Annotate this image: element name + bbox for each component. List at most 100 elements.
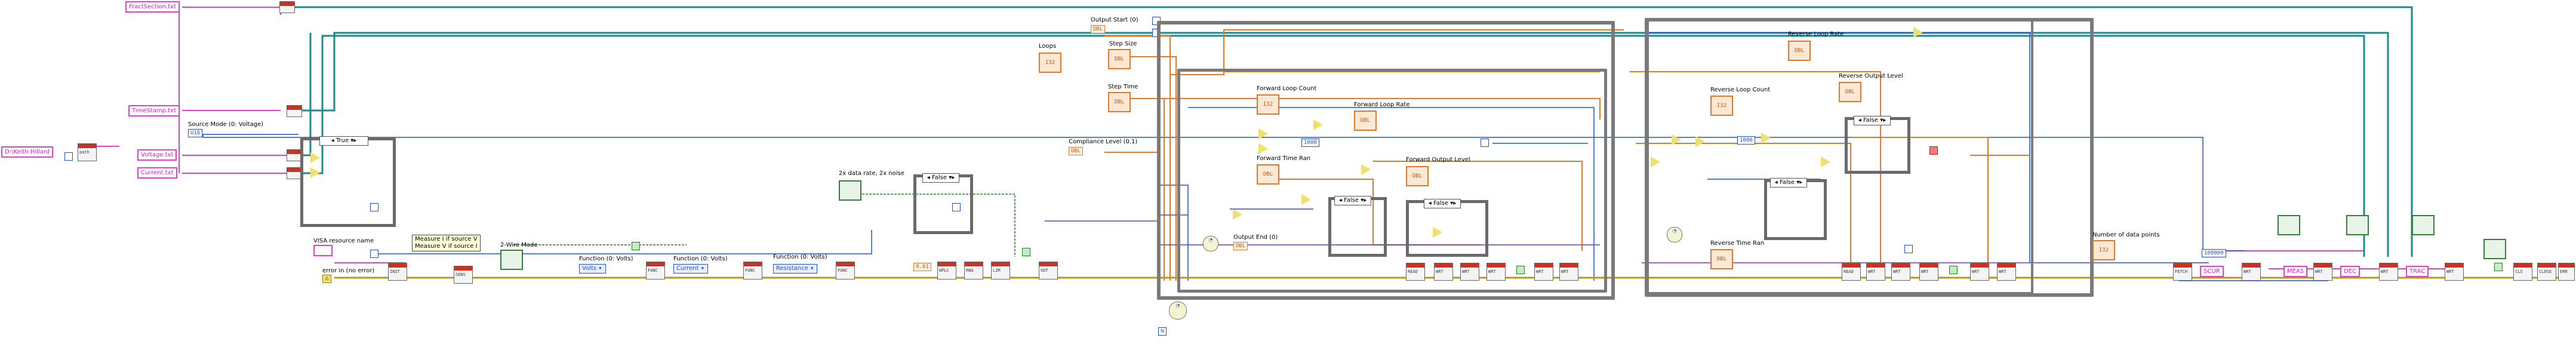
source-mode-control[interactable]: U16 <box>188 129 202 137</box>
compliance-control[interactable]: DBL <box>1069 147 1083 155</box>
visa-init-vi[interactable]: INIT <box>388 263 407 281</box>
timestamp-file-path[interactable]: TimeStamp.txt <box>128 105 180 116</box>
mult-node-f <box>1233 209 1242 220</box>
read-vi-r1[interactable]: READ <box>1842 263 1861 281</box>
voltage-file-path[interactable]: Voltage.txt <box>137 149 177 161</box>
read-vi-r2[interactable]: WRT <box>1866 263 1885 281</box>
read-vi-f4[interactable]: WRT <box>1486 263 1506 281</box>
case-selector-true[interactable]: ◂ True ▾▸ <box>319 136 368 146</box>
open-file-fract[interactable] <box>279 1 295 13</box>
reverse-rate-label: Reverse Loop Rate <box>1788 31 1843 38</box>
const-big[interactable]: 100000 <box>2202 249 2226 257</box>
forward-output-case[interactable] <box>1406 200 1488 257</box>
compliance-label: Compliance Level (0.1) <box>1069 139 1137 145</box>
fractsection-file-path[interactable]: FractSection.txt <box>125 1 180 13</box>
write-vi-c[interactable]: WRT <box>2379 263 2398 281</box>
config-range-vi[interactable]: RNG <box>964 262 983 280</box>
bool-stop-f[interactable] <box>1516 266 1525 274</box>
reverse-timer-icon: ◔ <box>1667 227 1682 242</box>
reverse-inner-case[interactable] <box>1764 179 1827 240</box>
bool-stop-r[interactable] <box>1949 266 1958 274</box>
reverse-time-indicator: DBL <box>1710 249 1733 269</box>
scur-string[interactable]: SCUR <box>2200 266 2224 277</box>
divide-node-r <box>1761 133 1771 143</box>
read-vi-f5[interactable]: WRT <box>1534 263 1553 281</box>
array-builder-4[interactable] <box>2483 239 2506 259</box>
config-sense-vi[interactable]: SENS <box>454 266 473 284</box>
output-start-control[interactable]: DBL <box>1091 25 1105 33</box>
case-selector-false-3[interactable]: ◂ False ▾▸ <box>1424 199 1461 208</box>
keith-resource-path[interactable]: D:\Keith Hillard <box>1 146 53 158</box>
visa-close-vi[interactable]: CLOSE <box>2537 263 2556 281</box>
reverse-output-case[interactable] <box>1845 117 1910 174</box>
const-0-01[interactable]: 0.01 <box>913 263 931 271</box>
forward-count-indicator: I32 <box>1257 94 1279 115</box>
tick-count-icon: ◔ <box>1203 236 1218 251</box>
write-vi-d[interactable]: WRT <box>2445 263 2464 281</box>
read-vi-r6[interactable]: WRT <box>1997 263 2016 281</box>
read-vi-f6[interactable]: WRT <box>1559 263 1578 281</box>
config-func-vi-3[interactable]: FUNC <box>836 262 855 280</box>
config-speed-vi[interactable]: NPLC <box>937 262 956 280</box>
function-ring-3[interactable]: Resistance <box>773 264 817 274</box>
reverse-while-loop[interactable] <box>1646 18 2033 294</box>
read-vi-r5[interactable]: WRT <box>1970 263 1989 281</box>
array-builder-1[interactable] <box>2278 215 2300 235</box>
open-file-time[interactable] <box>287 105 302 117</box>
wire-mode-switch[interactable] <box>500 250 523 270</box>
meas-string[interactable]: MEAS <box>2283 266 2307 277</box>
read-vi-f1[interactable]: READ <box>1406 263 1425 281</box>
const-1000-forward[interactable]: 1000 <box>1301 139 1319 147</box>
case-selector-false-4[interactable]: ◂ False ▾▸ <box>1770 178 1807 188</box>
function-ring-2[interactable]: Current <box>673 264 708 274</box>
data-rate-case[interactable] <box>913 174 973 234</box>
array-builder-3[interactable] <box>2412 215 2435 235</box>
output-end-control[interactable]: DBL <box>1233 242 1248 250</box>
forward-output-label: Forward Output Level <box>1406 156 1470 163</box>
read-vi-r3[interactable]: WRT <box>1891 263 1910 281</box>
error-in-control[interactable]: ⚠ <box>322 275 331 283</box>
output-on-vi[interactable]: OUT <box>1039 262 1058 280</box>
bool-constant-2[interactable] <box>1022 248 1030 256</box>
config-func-vi-1[interactable]: FUNC <box>646 262 665 280</box>
data-rate-switch[interactable] <box>839 180 861 201</box>
close-file-vi[interactable]: CLS <box>2513 263 2532 281</box>
fetch-vi[interactable]: FETCH <box>2173 263 2192 281</box>
loops-control[interactable]: I32 <box>1039 53 1061 73</box>
array-builder-2[interactable] <box>2346 215 2369 235</box>
source-mode-case[interactable] <box>300 137 396 227</box>
config-limit-vi[interactable]: LIM <box>991 262 1010 280</box>
case-selector-false-2[interactable]: ◂ False ▾▸ <box>1334 196 1371 205</box>
write-vi-b[interactable]: WRT <box>2313 263 2332 281</box>
add-node-r2 <box>1695 136 1705 147</box>
loops-label: Loops <box>1039 43 1056 50</box>
bool-constant-1[interactable] <box>632 242 640 250</box>
build-path-vi[interactable]: path <box>78 143 97 161</box>
loop-count-terminal: N <box>1158 327 1167 336</box>
read-vi-f2[interactable]: WRT <box>1434 263 1453 281</box>
config-func-vi-2[interactable]: FUNC <box>743 262 762 280</box>
step-time-control[interactable]: DBL <box>1108 92 1131 112</box>
reverse-tunnel-1 <box>1904 245 1913 253</box>
function-label-1: Function (0: Volts) <box>579 256 633 262</box>
write-vi-a[interactable]: WRT <box>2242 263 2261 281</box>
read-vi-r4[interactable]: WRT <box>1919 263 1938 281</box>
dec-string[interactable]: DEC <box>2340 266 2360 277</box>
number-points-control[interactable]: I32 <box>2092 240 2115 260</box>
bool-constant-end[interactable] <box>2494 263 2503 271</box>
forward-inner-case[interactable] <box>1328 197 1387 257</box>
current-file-path[interactable]: Current.txt <box>137 167 177 179</box>
const-1000-reverse[interactable]: 1000 <box>1737 136 1755 145</box>
function-ring-1[interactable]: Volts <box>579 264 606 274</box>
case-selector-false-1[interactable]: ◂ False ▾▸ <box>922 173 959 183</box>
wait-timer-icon: ◔ <box>1169 302 1187 320</box>
add-node-f1 <box>1258 128 1268 139</box>
case-selector-false-5[interactable]: ◂ False ▾▸ <box>1854 116 1891 125</box>
read-vi-f3[interactable]: WRT <box>1460 263 1479 281</box>
reverse-time-label: Reverse Time Ran <box>1710 240 1764 247</box>
visa-resource-control[interactable] <box>313 245 333 256</box>
trac-string[interactable]: TRAC <box>2406 266 2429 277</box>
error-handler-vi[interactable]: ERR <box>2558 263 2575 281</box>
data-rate-label: 2x data rate, 2x noise <box>839 170 904 177</box>
step-size-control[interactable]: DBL <box>1108 49 1131 69</box>
